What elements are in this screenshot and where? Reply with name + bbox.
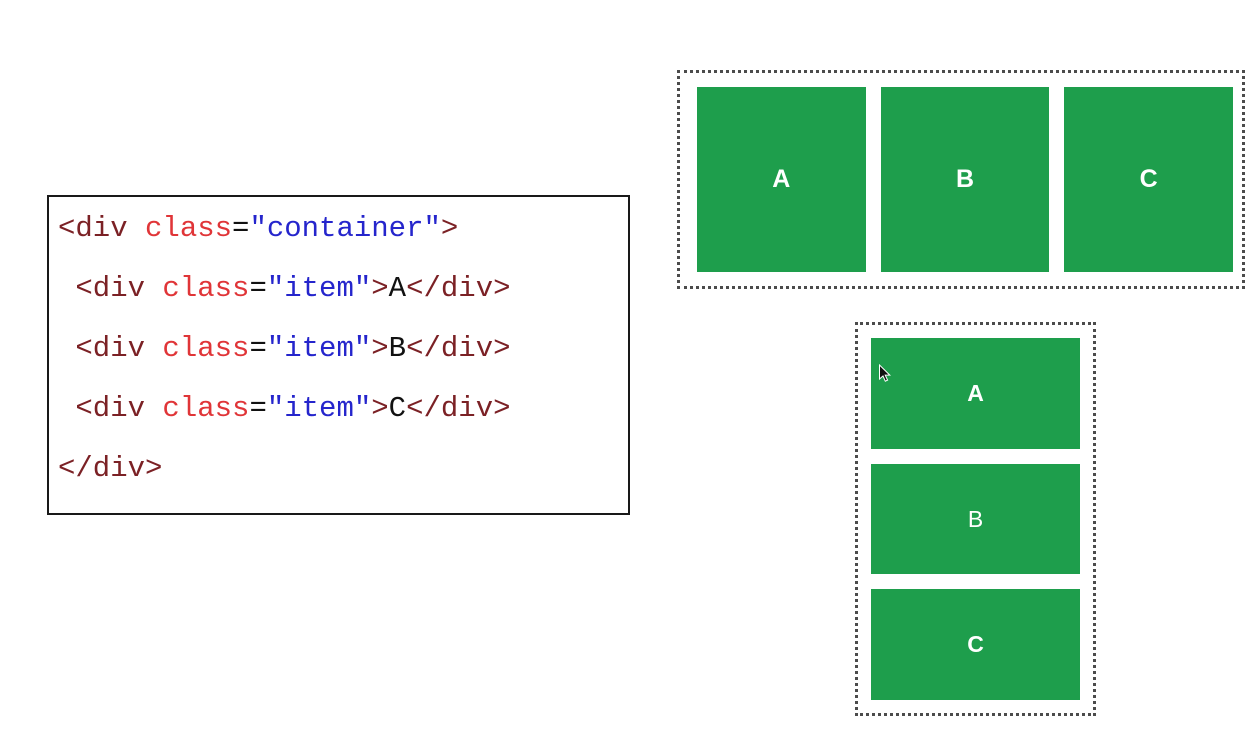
code-token-tag: </div> [406,272,511,305]
flex-column-item-a: A [871,338,1080,449]
code-token-plain: = [249,392,267,425]
flex-row-item-b: B [880,87,1050,272]
flex-item-label: C [967,631,984,658]
code-token-value: "item" [266,332,372,365]
code-token-plain: = [232,212,250,245]
code-token-value: "item" [266,392,372,425]
code-line: <div class="container"> [58,199,628,259]
code-token-attr: class [162,332,250,365]
code-token-tag: </div> [58,452,163,485]
html-code-snippet: <div class="container"> <div class="item… [47,195,630,515]
code-line: <div class="item">A</div> [58,259,628,319]
code-token-tag: > [371,392,389,425]
flex-item-label: A [772,165,791,193]
code-token-plain: B [388,332,407,365]
code-token-tag: > [371,272,389,305]
code-token-plain: = [249,272,267,305]
flex-column-item-b: B [871,463,1080,575]
flex-item-label: A [967,379,984,406]
flex-row-item-a: A [697,87,866,272]
flex-item-label: B [955,165,975,193]
code-token-plain [58,272,75,305]
flex-column-container: A B C [855,322,1096,716]
code-token-plain: = [249,332,267,365]
flex-item-label: C [1139,165,1158,193]
code-line: <div class="item">B</div> [58,319,628,379]
code-token-value: "item" [266,272,372,305]
code-token-plain: A [388,272,407,305]
code-line: </div> [58,439,628,499]
flex-column-item-c: C [871,589,1080,701]
code-token-attr: class [162,392,250,425]
code-token-plain [58,332,75,365]
code-token-attr: class [145,212,233,245]
code-token-tag: </div> [406,392,511,425]
code-token-value: "container" [249,212,441,245]
flex-row-item-c: C [1064,87,1234,272]
code-token-tag: <div [75,332,163,365]
code-token-tag: <div [75,392,163,425]
code-token-tag: > [440,212,459,245]
code-token-tag: </div> [406,332,511,365]
flex-row-container: A B C [677,70,1245,289]
code-token-attr: class [162,272,250,305]
code-token-plain: C [388,392,407,425]
code-token-tag: <div [75,272,163,305]
flex-item-label: B [967,505,984,532]
code-token-tag: <div [58,212,146,245]
code-token-plain [58,392,75,425]
code-line: <div class="item">C</div> [58,379,628,439]
code-token-tag: > [371,332,389,365]
